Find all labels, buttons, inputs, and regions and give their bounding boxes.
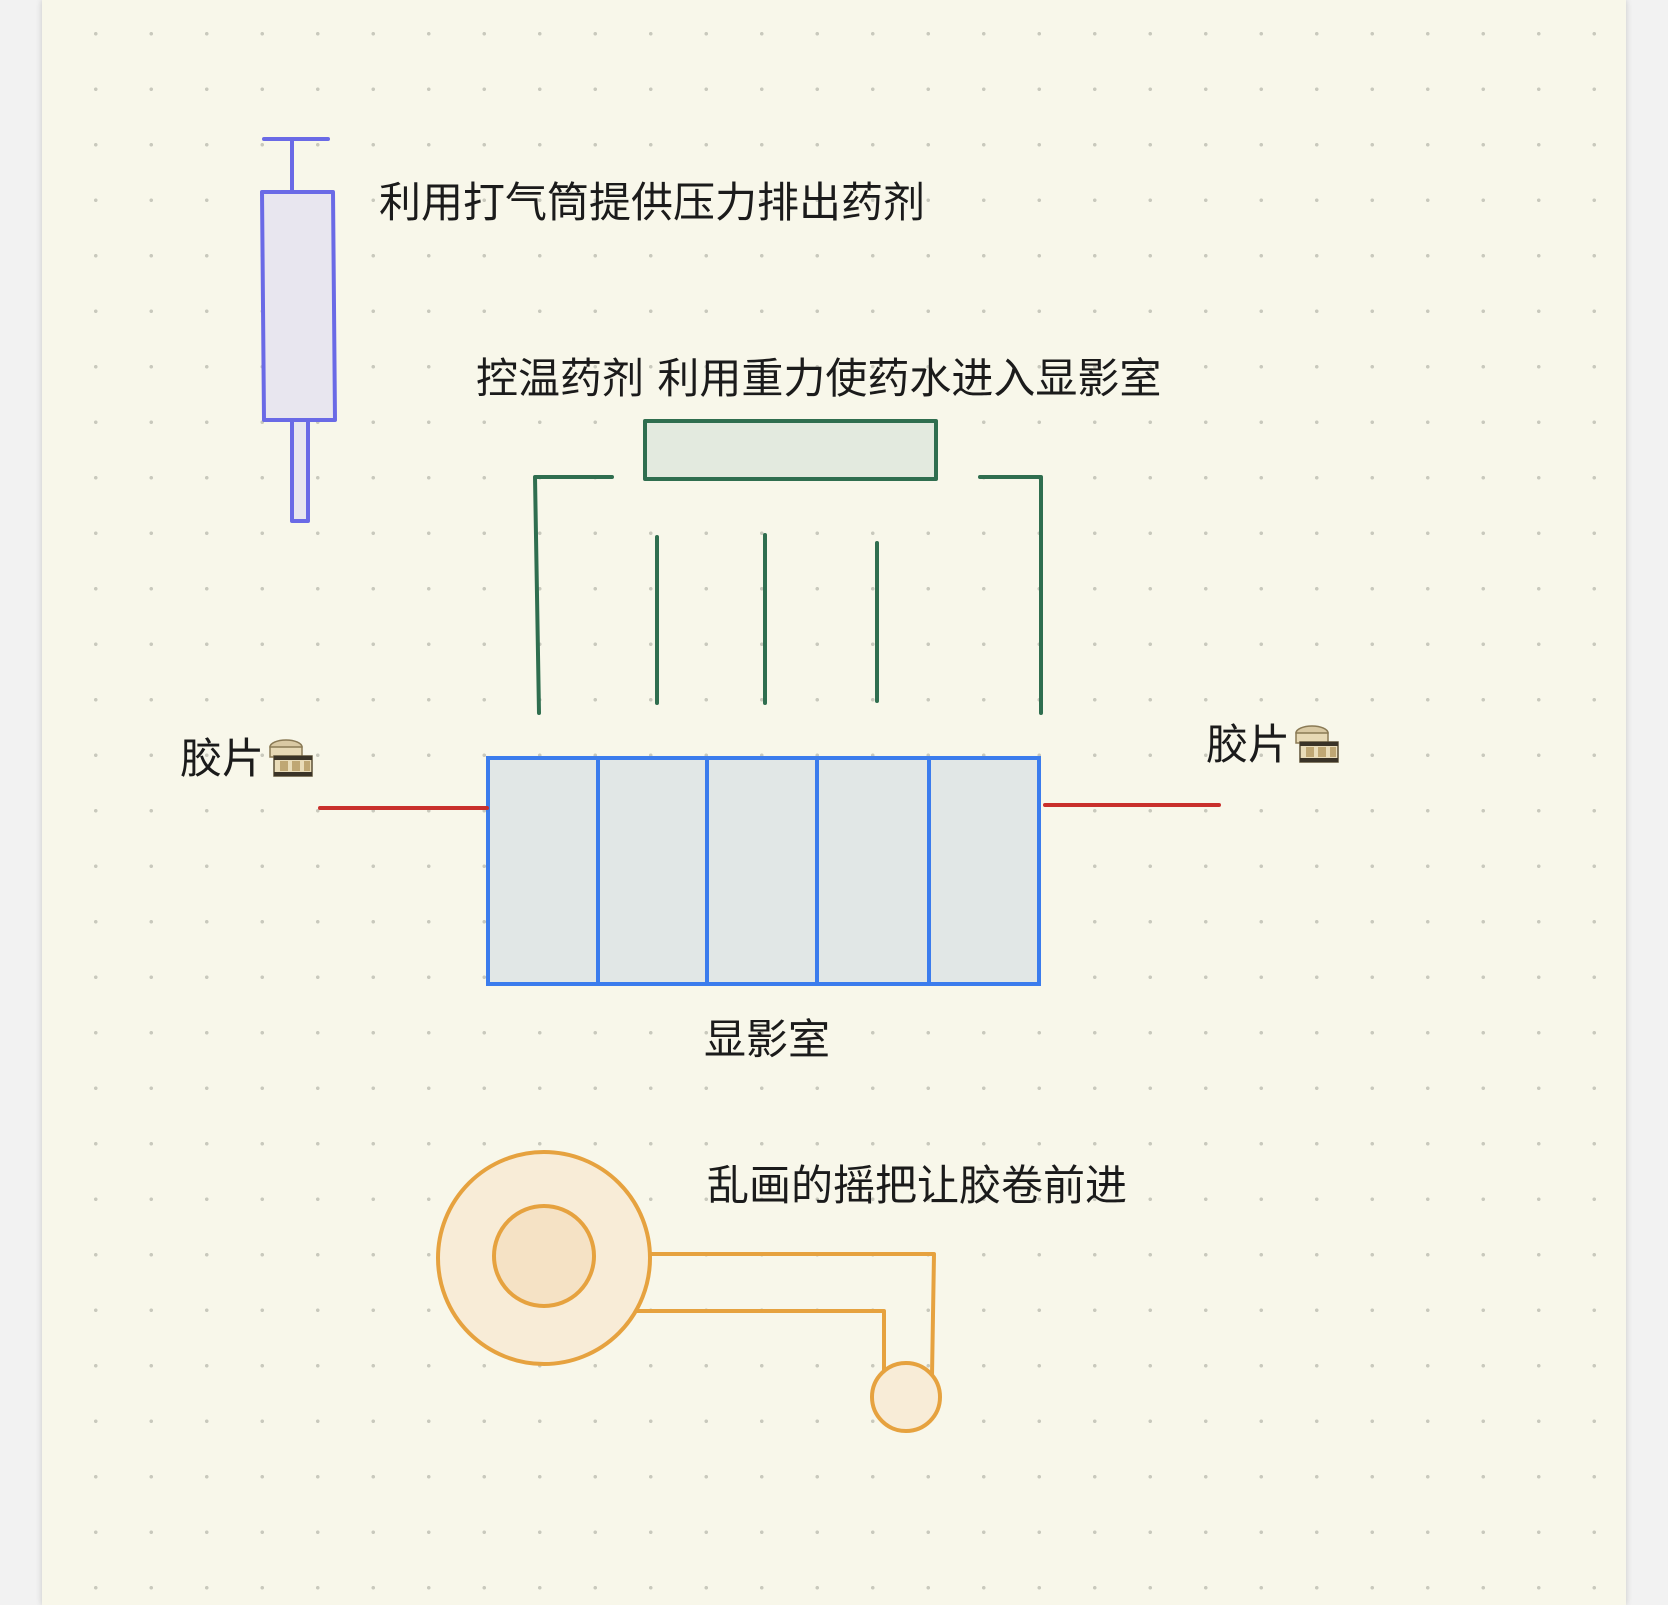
pump-syringe[interactable] — [260, 137, 337, 523]
development-chamber[interactable] — [486, 756, 1041, 986]
chamber-cell-5 — [927, 756, 1041, 986]
pump-barrel — [260, 190, 337, 422]
crank-wheel-inner — [492, 1204, 596, 1308]
tank-left-bracket — [533, 475, 614, 715]
pump-nozzle — [290, 418, 310, 523]
crank-handle[interactable] — [436, 1150, 942, 1433]
tank-note: 控温药剂 利用重力使药水进入显影室 — [476, 354, 1162, 403]
film-reel-icon — [1294, 723, 1340, 765]
chemical-tank-assembly — [533, 419, 1043, 715]
pump-note: 利用打气筒提供压力排出药剂 — [379, 178, 926, 227]
chamber-cell-1 — [486, 756, 600, 986]
film-label-right: 胶片 — [1206, 720, 1340, 770]
chamber-label: 显影室 — [704, 1015, 831, 1064]
crank-note: 乱画的摇把让胶卷前进 — [707, 1161, 1128, 1210]
chamber-cell-2 — [596, 756, 709, 986]
chemical-tank[interactable] — [643, 419, 938, 481]
film-label-right-text: 胶片 — [1206, 720, 1291, 769]
chamber-cell-4 — [815, 756, 931, 986]
film-reel-icon — [268, 737, 314, 779]
film-label-left: 胶片 — [180, 734, 314, 784]
chamber-cell-3 — [705, 756, 819, 986]
film-label-left-text: 胶片 — [180, 734, 265, 783]
tank-right-bracket — [978, 475, 1043, 715]
crank-knob — [870, 1361, 942, 1433]
film-strips — [318, 803, 1221, 810]
crank-arm — [637, 1252, 936, 1377]
